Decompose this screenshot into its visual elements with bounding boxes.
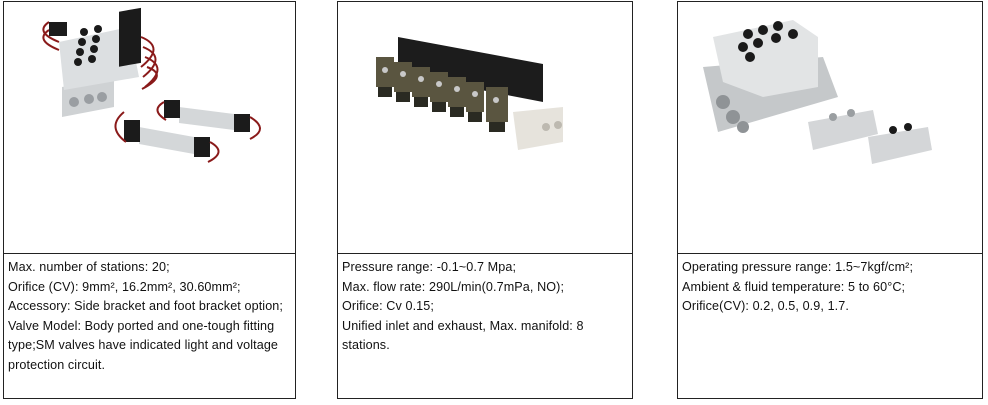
product-specs-3: Operating pressure range: 1.5~7kgf/cm²; … — [678, 254, 982, 398]
spec-line: Valve Model: Body ported and one-tough f… — [8, 318, 279, 372]
product-card-3: Operating pressure range: 1.5~7kgf/cm²; … — [677, 1, 983, 399]
spec-line: Orifice(CV): 0.2, 0.5, 0.9, 1.7. — [682, 299, 849, 313]
product-image-3 — [678, 2, 982, 254]
spec-line: Max. number of stations: 20; — [8, 260, 170, 274]
spec-line: Ambient & fluid temperature: 5 to 60°C; — [682, 279, 906, 294]
spec-line: Accessory: Side bracket and foot bracket… — [8, 299, 284, 313]
spec-line: Orifice: Cv 0.15; — [342, 299, 434, 313]
spec-line: Unified inlet and exhaust, Max. manifold… — [342, 318, 584, 353]
product-image-1 — [4, 2, 295, 254]
spec-line: Pressure range: -0.1~0.7 Mpa; — [342, 260, 517, 274]
pneumatic-valve-manifold-illustration — [703, 20, 932, 164]
product-card-1: Max. number of stations: 20; Orifice (CV… — [3, 1, 296, 399]
spec-line: Orifice (CV): 9mm², 16.2mm², 30.60mm²; — [8, 279, 241, 294]
spec-line: Operating pressure range: 1.5~7kgf/cm²; — [682, 260, 914, 274]
product-specs-2: Pressure range: -0.1~0.7 Mpa; Max. flow … — [338, 254, 632, 398]
product-image-2 — [338, 2, 632, 254]
din-valve-manifold-illustration — [376, 37, 563, 150]
product-specs-1: Max. number of stations: 20; Orifice (CV… — [4, 254, 295, 398]
valve-manifold-illustration — [42, 7, 261, 163]
spec-line: Max. flow rate: 290L/min(0.7mPa, NO); — [342, 279, 565, 294]
product-card-2: Pressure range: -0.1~0.7 Mpa; Max. flow … — [337, 1, 633, 399]
